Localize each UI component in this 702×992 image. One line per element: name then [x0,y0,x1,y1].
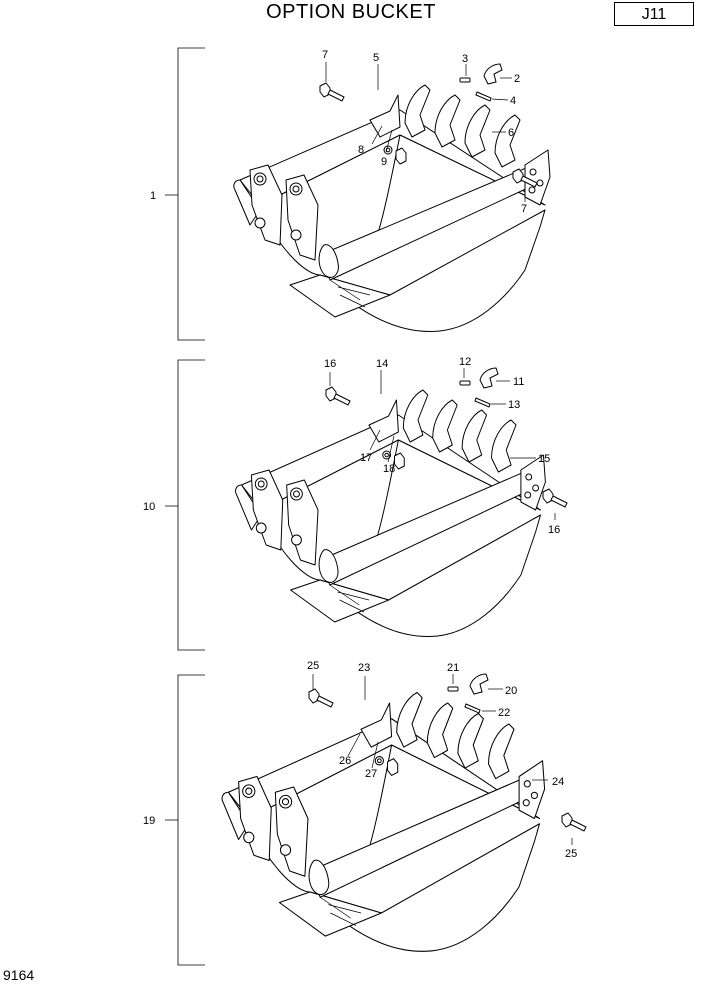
callout-adapter-plate: 24 [552,776,564,788]
callout-bolt: 25 [307,660,319,672]
assembly-10: 10 16 14 12 11 13 15 16 17 18 [143,356,568,651]
callout-main: 1 [150,190,156,202]
bucket-drawing [235,389,546,638]
callout-tooth: 11 [513,376,524,388]
assembly-19: 19 25 23 21 20 22 24 25 26 27 [143,660,587,966]
callout-lock: 4 [510,95,516,107]
tooth-drawing [483,63,503,85]
callout-tooth: 2 [514,73,520,85]
bucket-drawing [233,84,551,333]
callout-lock: 13 [508,399,520,411]
lock-drawing [475,91,492,102]
assembly-1: 1 7 5 3 2 4 6 7 8 9 [150,47,551,341]
lock-drawing [464,703,481,714]
callout-bolt: 25 [565,848,577,860]
bolt-drawing [561,812,587,832]
callout-pin: 3 [462,53,468,65]
callout-side-cutter: 14 [376,358,388,370]
callout-bolt: 7 [322,49,328,61]
figure-id: 9164 [3,967,35,983]
callout-adapter-plate: 6 [508,127,514,139]
callout-bolt: 7 [521,203,527,215]
callout-bolt: 16 [548,524,560,536]
tooth-drawing [479,367,499,389]
bucket-drawing [221,691,546,952]
callout-adapter-plate: 15 [538,453,550,465]
callout-pin: 12 [459,356,471,368]
callout-nut: 18 [383,463,395,475]
page-title: OPTION BUCKET [266,1,436,23]
pin-drawing [459,380,471,386]
callout-main: 10 [143,501,155,513]
callout-washer: 17 [360,452,372,464]
callout-tooth: 20 [505,685,517,697]
callout-nut: 9 [381,156,387,168]
callout-main: 19 [143,815,155,827]
bolt-drawing [319,82,345,102]
callout-washer: 26 [339,755,351,767]
pin-drawing [447,686,459,692]
tooth-drawing [469,673,489,695]
bolt-drawing [308,688,334,708]
page-code-box: J11 [614,2,694,26]
bolt-drawing [325,386,351,406]
callout-lock: 22 [498,707,510,719]
callout-washer: 8 [358,144,364,156]
callout-bolt: 16 [324,358,336,370]
callout-pin: 21 [447,662,459,674]
bolt-drawing [542,488,568,508]
callout-side-cutter: 5 [373,52,379,64]
pin-drawing [459,77,471,83]
lock-drawing [474,397,491,408]
callout-side-cutter: 23 [358,662,370,674]
callout-nut: 27 [365,768,377,780]
